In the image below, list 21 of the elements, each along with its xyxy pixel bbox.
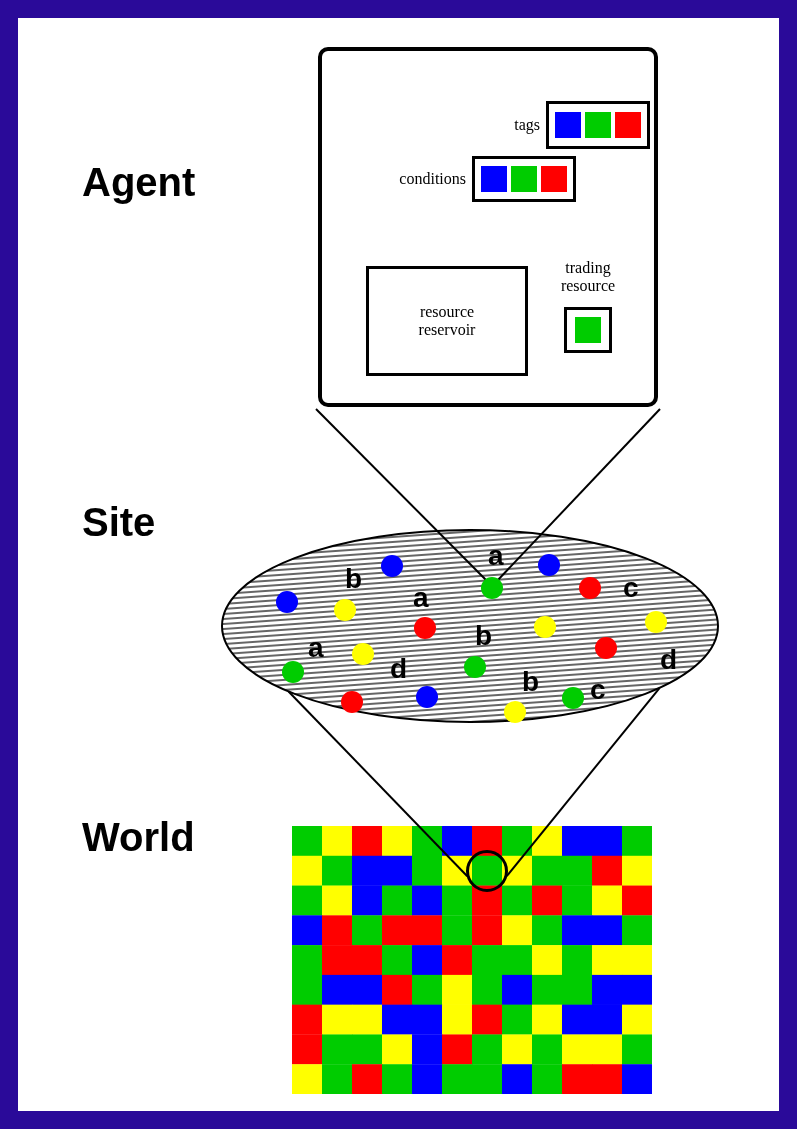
zoom-line xyxy=(315,408,488,582)
site-letter: c xyxy=(623,574,639,602)
site-letter: d xyxy=(390,655,408,683)
reservoir-box: resource reservoir xyxy=(366,266,528,376)
zoom-line xyxy=(287,690,469,878)
site-letter: a xyxy=(413,584,429,612)
zoom-line xyxy=(496,408,661,582)
site-letter: d xyxy=(660,646,678,674)
box-label: conditions xyxy=(399,170,466,188)
level-heading: Agent xyxy=(82,160,196,205)
agent-frame xyxy=(318,47,658,407)
site-letter: b xyxy=(522,668,540,696)
level-heading: World xyxy=(82,815,195,860)
zoom-circle xyxy=(466,850,508,892)
site-letter: b xyxy=(345,565,363,593)
site-letter: b xyxy=(475,622,493,650)
zoom-line xyxy=(505,686,661,878)
site-letter: a xyxy=(308,634,324,662)
box-label: trading resource xyxy=(559,259,617,295)
level-heading: Site xyxy=(82,500,156,545)
box-label: tags xyxy=(514,116,540,134)
